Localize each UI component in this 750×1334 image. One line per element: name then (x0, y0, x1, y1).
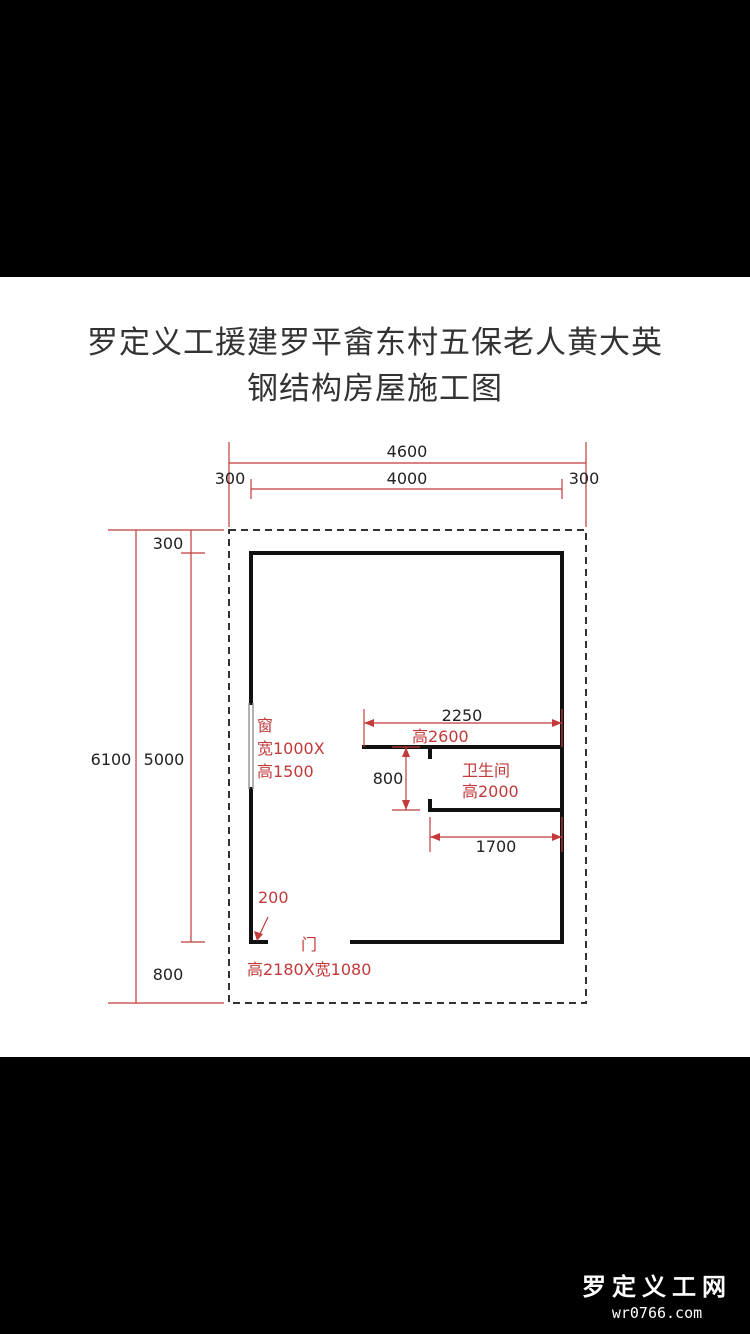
site-boundary (228, 529, 587, 1004)
watermark-url: wr0766.com (611, 1304, 703, 1322)
window-height: 高1500 (257, 762, 314, 781)
dim-top-offset: 300 (153, 534, 184, 553)
door-label: 门 (301, 935, 317, 954)
floor-plan: 4600 300 4000 300 6100 300 5000 800 2250… (91, 442, 600, 1004)
dim-overall-depth: 6100 (91, 750, 132, 769)
door-size: 高2180X宽1080 (247, 960, 371, 979)
dim-bathroom-depth: 800 (373, 769, 404, 788)
dim-overall-width: 4600 (387, 442, 428, 461)
drawing-panel: 罗定义工援建罗平畲东村五保老人黄大英 钢结构房屋施工图 (0, 277, 750, 1057)
dim-door-gap: 200 (258, 888, 289, 907)
partition-height: 高2600 (412, 727, 469, 746)
window (248, 703, 254, 789)
dimension-arrows (254, 719, 562, 941)
dim-bathroom-lower-width: 1700 (476, 837, 517, 856)
watermark: 罗定义工网 wr0766.com (582, 1267, 732, 1322)
bathroom-name: 卫生间 (462, 761, 510, 780)
dim-inner-depth: 5000 (144, 750, 185, 769)
bathroom-height: 高2000 (462, 782, 519, 801)
dim-inner-width: 4000 (387, 469, 428, 488)
drawing-title-line2: 钢结构房屋施工图 (247, 371, 503, 407)
drawing-title-line1: 罗定义工援建罗平畲东村五保老人黄大英 (87, 325, 663, 361)
watermark-brand: 罗定义工网 (582, 1272, 732, 1301)
dim-right-offset: 300 (569, 469, 600, 488)
dimension-lines (108, 442, 587, 1004)
dim-bottom-offset: 800 (153, 965, 184, 984)
dim-bathroom-width: 2250 (442, 706, 483, 725)
dim-left-offset: 300 (215, 469, 246, 488)
window-label: 窗 (257, 716, 273, 735)
window-size: 宽1000X (257, 739, 325, 758)
